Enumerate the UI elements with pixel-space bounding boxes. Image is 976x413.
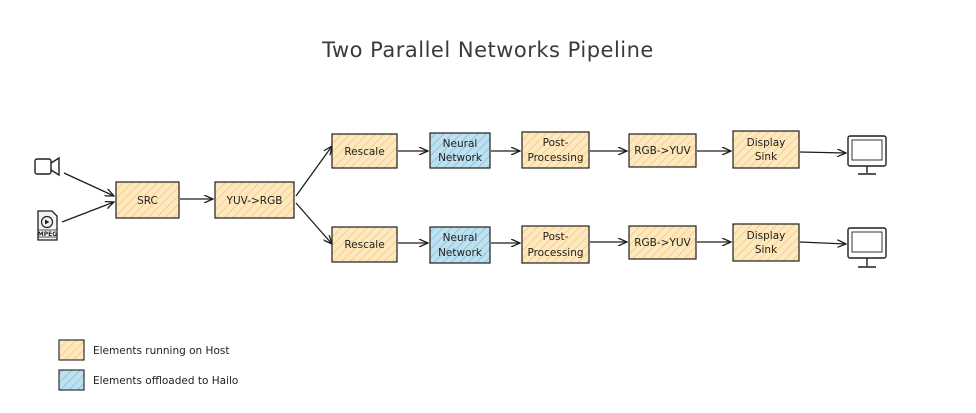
top-rescale-label: Rescale bbox=[344, 146, 384, 158]
arrow-camera-to-src bbox=[63, 172, 114, 196]
bottom-rgb-to-yuv-label: RGB->YUV bbox=[634, 237, 691, 249]
arrow-file-to-src bbox=[61, 202, 114, 223]
bottom-post-processing-box: Post- Processing bbox=[521, 225, 590, 264]
bottom-nn-label-2: Network bbox=[438, 247, 483, 259]
yuv-to-rgb-label: YUV->RGB bbox=[226, 195, 283, 207]
yuv-to-rgb-box: YUV->RGB bbox=[214, 181, 295, 219]
bottom-display-sink-box: Display Sink bbox=[732, 223, 800, 262]
top-post-label-2: Processing bbox=[527, 152, 583, 164]
top-neural-network-box: Neural Network bbox=[429, 132, 491, 169]
bottom-rescale-box: Rescale bbox=[331, 226, 398, 263]
legend: Elements running on Host Elements offloa… bbox=[58, 339, 238, 391]
top-sink-label-1: Display bbox=[747, 137, 786, 149]
camera-icon bbox=[34, 156, 60, 177]
top-nn-label-1: Neural bbox=[443, 138, 478, 150]
mpeg-file-icon: MPEG bbox=[37, 210, 58, 241]
bottom-post-label-2: Processing bbox=[527, 247, 583, 259]
arrow-split-top bbox=[295, 146, 332, 197]
bottom-post-label-1: Post- bbox=[543, 231, 569, 243]
top-monitor-icon bbox=[847, 135, 887, 175]
bottom-rescale-label: Rescale bbox=[344, 239, 384, 251]
bottom-sink-label-1: Display bbox=[747, 230, 786, 242]
top-post-label-1: Post- bbox=[543, 137, 569, 149]
bottom-monitor-icon bbox=[847, 227, 887, 268]
src-label: SRC bbox=[137, 195, 158, 207]
top-nn-label-2: Network bbox=[438, 152, 483, 164]
arrow-split-bottom bbox=[295, 202, 332, 244]
diagram-title: Two Parallel Networks Pipeline bbox=[322, 38, 654, 62]
legend-hailo-label: Elements offloaded to Hailo bbox=[93, 375, 238, 387]
arrow-bot-sink-monitor bbox=[799, 242, 846, 244]
bottom-rgb-to-yuv-box: RGB->YUV bbox=[628, 225, 697, 260]
legend-host-label: Elements running on Host bbox=[93, 345, 229, 357]
top-sink-label-2: Sink bbox=[755, 151, 778, 163]
top-rgb-to-yuv-box: RGB->YUV bbox=[628, 133, 697, 168]
legend-hailo: Elements offloaded to Hailo bbox=[58, 369, 238, 391]
legend-host: Elements running on Host bbox=[58, 339, 229, 361]
top-rgb-to-yuv-label: RGB->YUV bbox=[634, 145, 691, 157]
arrow-top-sink-monitor bbox=[799, 152, 846, 153]
mpeg-label: MPEG bbox=[38, 231, 57, 238]
bottom-nn-label-1: Neural bbox=[443, 232, 478, 244]
top-display-sink-box: Display Sink bbox=[732, 130, 800, 169]
bottom-neural-network-box: Neural Network bbox=[429, 226, 491, 264]
top-post-processing-box: Post- Processing bbox=[521, 131, 590, 169]
bottom-sink-label-2: Sink bbox=[755, 244, 778, 256]
src-box: SRC bbox=[115, 181, 180, 219]
top-rescale-box: Rescale bbox=[331, 133, 398, 169]
